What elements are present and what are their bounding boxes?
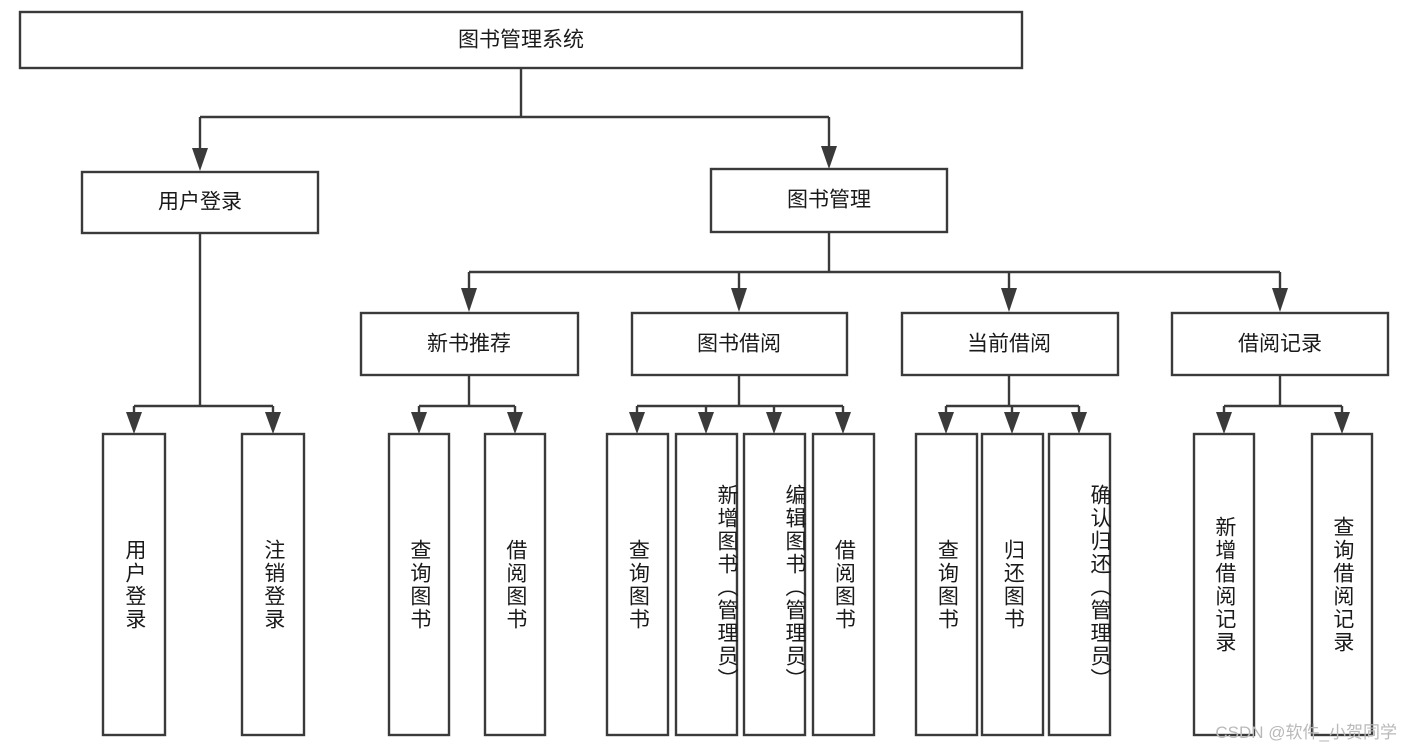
arrowhead-leaf-return-book — [1004, 412, 1020, 434]
arrowhead-leaf-add-record — [1216, 412, 1232, 434]
connector-group-borrowrecord-leaves — [1216, 375, 1350, 434]
leaf-box-query-book-2[interactable] — [605, 432, 670, 737]
arrowhead-leaf-query-book-1 — [411, 412, 427, 434]
connector-group-root — [192, 68, 837, 171]
arrowhead-leaf-query-book-2 — [629, 412, 645, 434]
arrowhead-leaf-borrow-book-1 — [507, 412, 523, 434]
node-book-manage[interactable] — [709, 167, 949, 234]
arrowhead-current-borrow — [1001, 288, 1017, 312]
leaf-box-query-book-1[interactable] — [387, 432, 451, 737]
arrowhead-leaf-edit-book — [766, 412, 782, 434]
node-user-login[interactable] — [80, 170, 320, 235]
connector-group-currentborrow-leaves — [938, 375, 1087, 434]
node-new-book-recommend-label: 新书推荐 — [427, 333, 511, 356]
node-book-borrow[interactable] — [630, 311, 849, 377]
arrowhead-leaf-logout — [265, 412, 281, 434]
arrowhead-leaf-add-book — [698, 412, 714, 434]
node-user-login-label: 用户登录 — [158, 191, 242, 214]
arrowhead-new-book — [461, 288, 477, 312]
leaf-box-query-record[interactable] — [1310, 432, 1374, 737]
node-root-system-label: 图书管理系统 — [458, 29, 584, 52]
node-book-borrow-label: 图书借阅 — [697, 333, 781, 356]
node-borrow-record-label: 借阅记录 — [1238, 333, 1322, 356]
leaf-box-add-record[interactable] — [1192, 432, 1256, 737]
leaf-box-query-book-3[interactable] — [914, 432, 979, 737]
leaf-box-add-book[interactable] — [674, 432, 739, 737]
arrowhead-leaf-borrow-book-2 — [835, 412, 851, 434]
node-root-system[interactable] — [18, 10, 1024, 70]
leaf-box-user-login[interactable] — [101, 432, 167, 737]
arrowhead-leaf-user-login — [126, 412, 142, 434]
connector-group-newbook-leaves — [411, 375, 523, 434]
node-current-borrow[interactable] — [900, 311, 1120, 377]
leaf-box-borrow-book-1[interactable] — [483, 432, 547, 737]
arrowhead-book-manage — [821, 146, 837, 169]
leaf-box-logout[interactable] — [240, 432, 306, 737]
arrowhead-leaf-query-record — [1334, 412, 1350, 434]
arrowhead-borrow-record — [1272, 288, 1288, 312]
arrowhead-leaf-query-book-3 — [938, 412, 954, 434]
leaf-box-return-book[interactable] — [980, 432, 1045, 737]
connector-group-bookborrow-leaves — [629, 375, 851, 434]
node-borrow-record[interactable] — [1170, 311, 1390, 377]
watermark-text: CSDN @软件_小贺同学 — [1215, 723, 1397, 742]
node-book-manage-label: 图书管理 — [787, 189, 871, 212]
arrowhead-leaf-confirm-return — [1071, 412, 1087, 434]
leaf-box-confirm-return[interactable] — [1047, 432, 1112, 737]
arrowhead-book-borrow — [731, 288, 747, 312]
leaf-box-edit-book[interactable] — [742, 432, 807, 737]
node-current-borrow-label: 当前借阅 — [967, 333, 1051, 356]
connector-group-user-login-leaves — [126, 233, 281, 434]
leaf-box-borrow-book-2[interactable] — [811, 432, 876, 737]
node-new-book-recommend[interactable] — [359, 311, 580, 377]
connector-group-level2 — [461, 232, 1288, 312]
arrowhead-user-login — [192, 148, 208, 171]
